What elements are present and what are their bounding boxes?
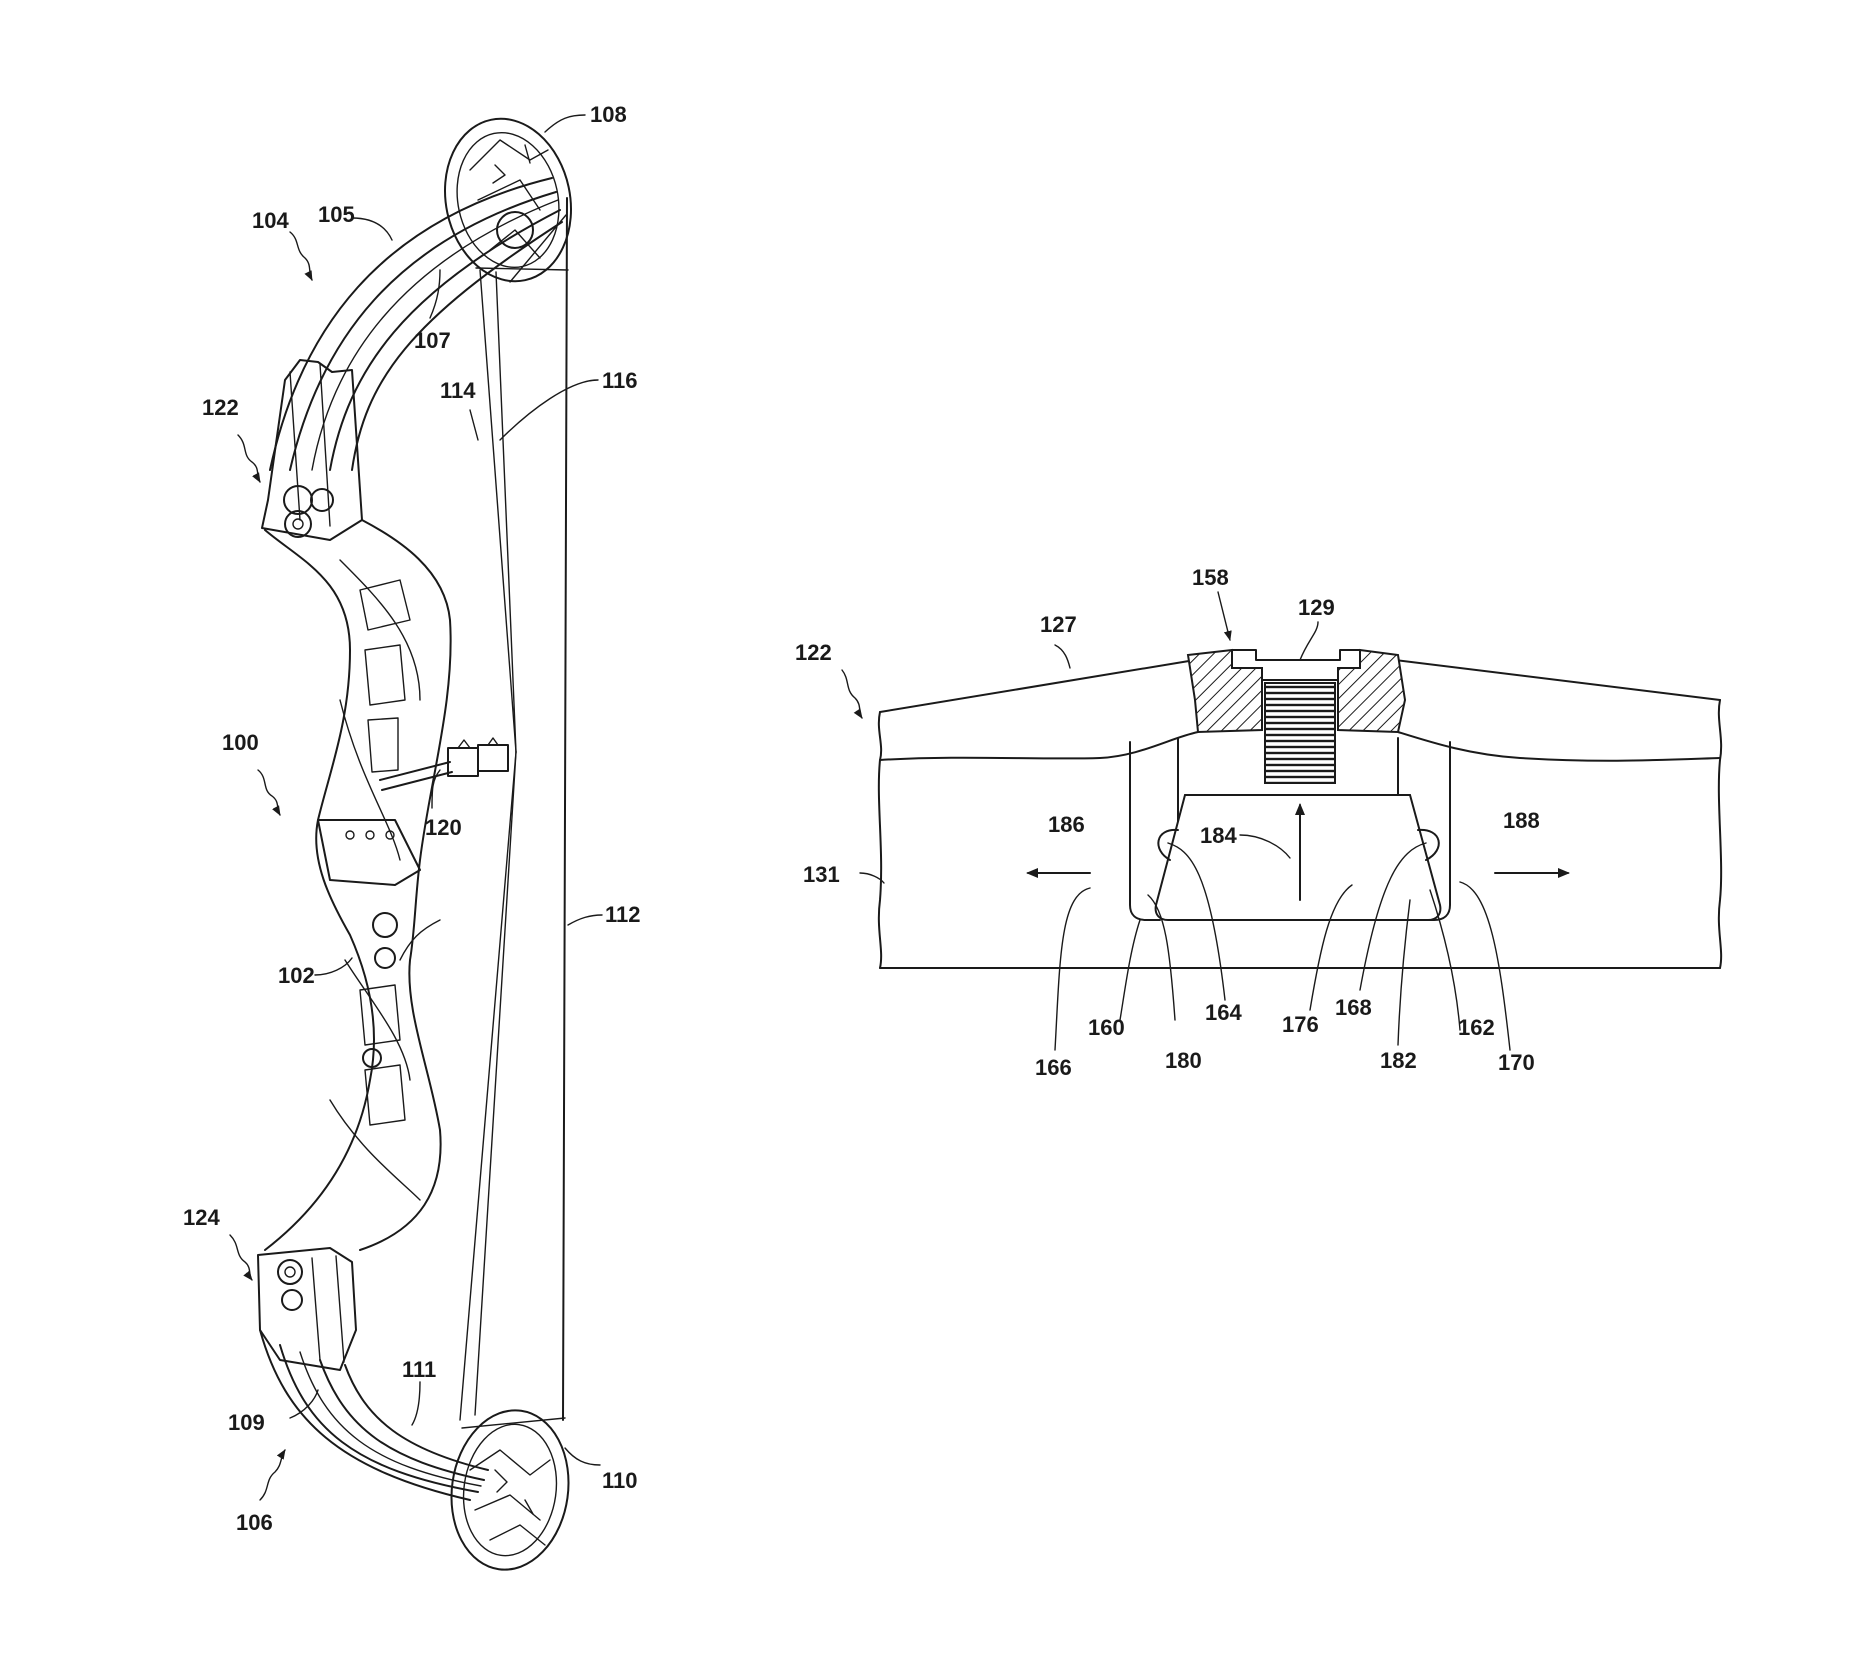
label-129: 129 [1298, 595, 1335, 620]
label-116: 116 [602, 368, 638, 393]
label-102: 102 [278, 963, 315, 988]
label-114: 114 [440, 378, 476, 403]
label-164: 164 [1205, 1000, 1242, 1025]
label-184: 184 [1200, 823, 1237, 848]
label-127: 127 [1040, 612, 1077, 637]
label-176: 176 [1282, 1012, 1319, 1037]
arrow-rest-120 [380, 738, 508, 790]
upper-limb-104 [270, 178, 562, 470]
label-105: 105 [318, 202, 355, 227]
label-110: 110 [602, 1468, 638, 1493]
label-168: 168 [1335, 995, 1372, 1020]
assembly-arrows-left [230, 232, 312, 1500]
bowstring-112 [563, 198, 567, 1420]
threaded-bolt-129 [1265, 683, 1335, 783]
label-188: 188 [1503, 808, 1540, 833]
label-109: 109 [228, 1410, 265, 1435]
labels-left: 108 104 105 107 114 116 122 100 120 112 … [183, 102, 641, 1535]
label-104: 104 [252, 208, 289, 233]
label-166: 166 [1035, 1055, 1072, 1080]
label-122: 122 [202, 395, 239, 420]
label-122-right: 122 [795, 640, 832, 665]
label-106: 106 [236, 1510, 273, 1535]
label-180: 180 [1165, 1048, 1202, 1073]
lower-limb-pocket-124 [258, 1248, 356, 1370]
label-170: 170 [1498, 1050, 1535, 1075]
compound-bow-figure: 108 104 105 107 114 116 122 100 120 112 … [183, 102, 641, 1577]
label-120: 120 [425, 815, 462, 840]
lower-cam-110 [441, 1403, 578, 1578]
label-131: 131 [803, 862, 840, 887]
riser-102 [265, 520, 451, 1250]
limb-pocket-section-figure: 158 129 127 122 131 186 188 184 164 168 … [795, 565, 1721, 1080]
wedge-block-176 [1156, 795, 1441, 920]
label-108: 108 [590, 102, 627, 127]
label-107: 107 [414, 328, 451, 353]
label-112: 112 [605, 902, 641, 927]
label-100: 100 [222, 730, 259, 755]
upper-limb-pocket-122 [262, 360, 362, 540]
label-182: 182 [1380, 1048, 1417, 1073]
label-111: 111 [402, 1357, 436, 1382]
label-158: 158 [1192, 565, 1229, 590]
label-160: 160 [1088, 1015, 1125, 1040]
label-124: 124 [183, 1205, 220, 1230]
labels-right: 158 129 127 122 131 186 188 184 164 168 … [795, 565, 1540, 1080]
label-186: 186 [1048, 812, 1085, 837]
label-162: 162 [1458, 1015, 1495, 1040]
upper-cam-108 [430, 107, 585, 293]
